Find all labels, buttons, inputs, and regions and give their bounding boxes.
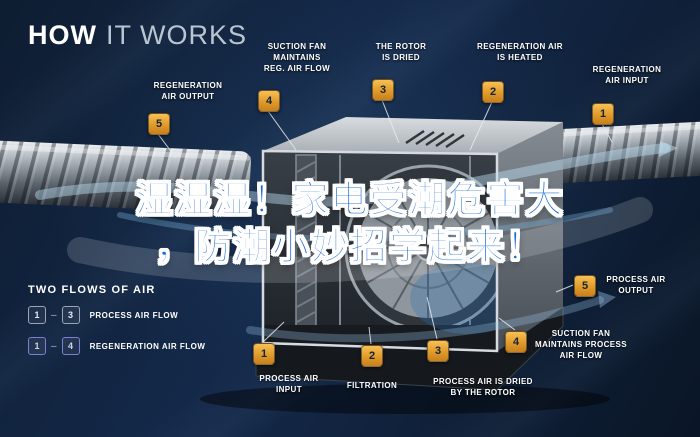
callout-badge-suction-fan-process: 4 xyxy=(505,331,527,353)
callout-label-reg-air-input: REGENERATION AIR INPUT xyxy=(592,65,662,86)
callout-badge-process-air-output: 5 xyxy=(574,275,596,297)
machine-top-face xyxy=(263,117,563,154)
callout-label-rotor-dried: THE ROTOR IS DRIED xyxy=(375,42,427,63)
airflow-arrows xyxy=(35,141,678,343)
callout-label-process-air-input: PROCESS AIR INPUT xyxy=(259,374,319,395)
callout-badge-process-air-dried: 3 xyxy=(427,340,449,362)
machine-body xyxy=(261,117,563,353)
legend-row-process: 1 – 3 PROCESS AIR FLOW xyxy=(28,306,205,324)
machine-right-face xyxy=(497,122,563,351)
rotor-wheel xyxy=(344,164,497,332)
title-it-works: IT WORKS xyxy=(105,20,247,50)
legend-regeneration-from-badge: 1 xyxy=(28,337,46,355)
cutaway-frame xyxy=(261,149,499,353)
callout-label-suction-fan-reg: SUCTION FAN MAINTAINS REG. AIR FLOW xyxy=(263,42,331,74)
machine-interior xyxy=(263,151,497,351)
filter-panel xyxy=(295,154,317,348)
callout-badge-reg-air-input: 1 xyxy=(592,103,614,125)
callout-badge-filtration: 2 xyxy=(361,345,383,367)
legend-two-flows: TWO FLOWS OF AIR 1 – 3 PROCESS AIR FLOW … xyxy=(28,284,205,368)
legend-regeneration-label: REGENERATION AIR FLOW xyxy=(89,341,206,351)
callout-badge-suction-fan-reg: 4 xyxy=(258,90,280,112)
callout-badge-reg-air-heated: 2 xyxy=(482,81,504,103)
leader-lines xyxy=(157,99,613,345)
machine-shadow xyxy=(200,384,610,414)
page-title: HOW IT WORKS xyxy=(28,20,247,51)
legend-regeneration-to-badge: 4 xyxy=(61,337,80,355)
interior-glow xyxy=(410,262,497,334)
title-how: HOW xyxy=(28,20,97,50)
callout-badge-rotor-dried: 3 xyxy=(372,79,394,101)
top-vent xyxy=(405,129,465,149)
duct-right xyxy=(546,121,700,184)
callout-label-reg-air-heated: REGENERATION AIR IS HEATED xyxy=(477,42,563,63)
callout-label-reg-air-output: REGENERATION AIR OUTPUT xyxy=(153,81,223,102)
legend-dash: – xyxy=(51,340,57,352)
callout-badge-process-air-input: 1 xyxy=(253,343,275,365)
callout-label-filtration: FILTRATION xyxy=(346,381,398,390)
legend-process-from-badge: 1 xyxy=(28,306,46,324)
legend-process-to-badge: 3 xyxy=(61,306,80,324)
callout-label-suction-fan-process: SUCTION FAN MAINTAINS PROCESS AIR FLOW xyxy=(535,329,627,361)
callout-label-process-air-output: PROCESS AIR OUTPUT xyxy=(606,275,666,296)
legend-dash: – xyxy=(51,309,57,321)
legend-heading: TWO FLOWS OF AIR xyxy=(28,284,156,296)
callout-badge-reg-air-output: 5 xyxy=(148,113,170,135)
legend-process-label: PROCESS AIR FLOW xyxy=(89,310,179,320)
legend-row-regeneration: 1 – 4 REGENERATION AIR FLOW xyxy=(28,337,205,355)
duct-left xyxy=(0,140,251,214)
callout-label-process-air-dried: PROCESS AIR IS DRIED BY THE ROTOR xyxy=(433,377,533,398)
